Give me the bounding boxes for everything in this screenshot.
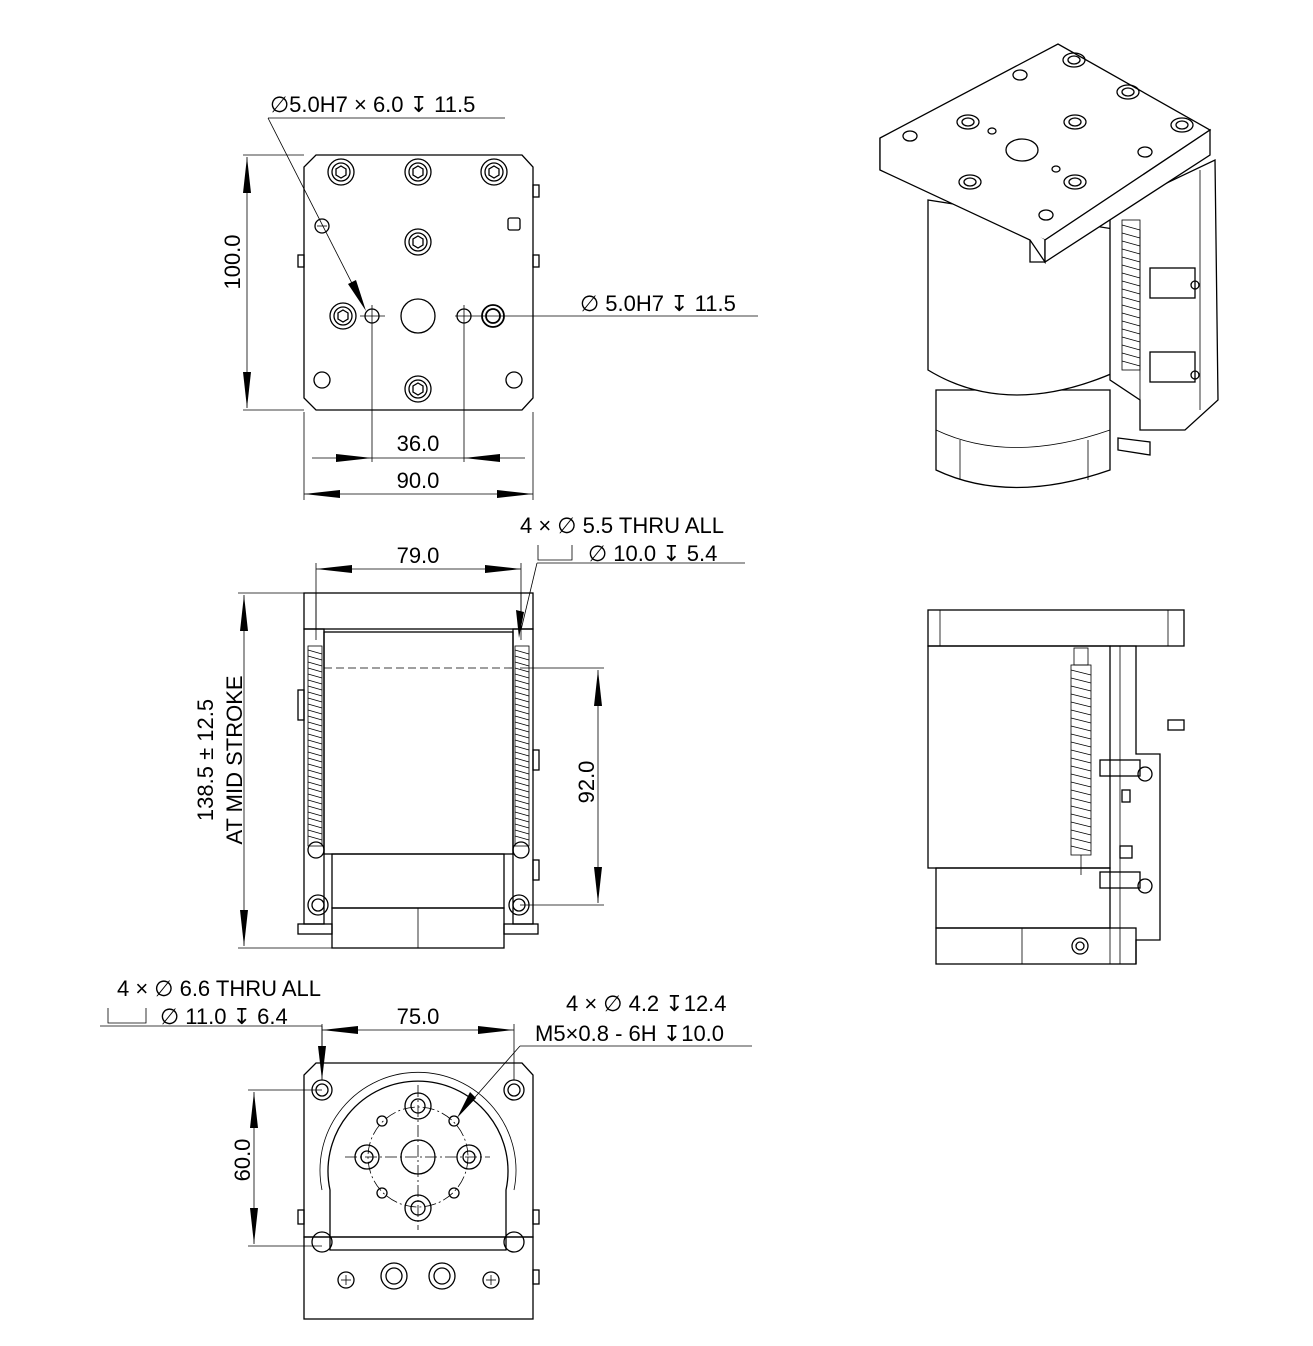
iso-spring xyxy=(1121,219,1141,371)
dim-body-width: 79.0 xyxy=(397,543,440,568)
dim-spring: 92.0 xyxy=(574,761,599,804)
front-right-spring xyxy=(514,645,530,847)
bottom-view: 75.0 4 × ∅ 6.6 THRU ALL ∅ 11.0 ↧ 6.4 4 ×… xyxy=(100,976,752,1320)
callout-tap-line1: 4 × ∅ 4.2 ↧12.4 xyxy=(566,991,727,1016)
top-small-block xyxy=(507,217,521,231)
side-top-plate xyxy=(927,609,1185,647)
front-top-plate xyxy=(303,592,534,630)
top-view: 100.0 36.0 90.0 ∅5.0H7 × 6.0 ↧ 11.5 ∅ 5.… xyxy=(220,92,758,500)
callout-thru-line2: ∅ 10.0 ↧ 5.4 xyxy=(588,541,717,566)
top-small-hole xyxy=(314,218,330,234)
front-left-frame xyxy=(303,628,325,925)
top-side-tab xyxy=(297,254,305,268)
bottom-plate-outline xyxy=(303,1062,534,1238)
top-side-tab xyxy=(532,254,540,268)
top-corner-hole xyxy=(505,371,523,389)
top-screw-row xyxy=(327,158,508,186)
dim-mount-height: 60.0 xyxy=(230,1139,255,1182)
side-base xyxy=(935,927,1137,965)
dim-length-line1: 138.5 ± 12.5 xyxy=(193,699,218,821)
front-foot xyxy=(297,923,333,935)
top-corner-hole xyxy=(313,371,331,389)
dim-length-line2: AT MID STROKE xyxy=(222,675,247,844)
front-foot xyxy=(503,923,539,935)
dim-pin-spacing: 36.0 xyxy=(397,431,440,456)
side-spring xyxy=(1070,647,1092,875)
callout-thru-line1: 4 × ∅ 5.5 THRU ALL xyxy=(520,513,724,538)
dim-mount-width: 75.0 xyxy=(397,1004,440,1029)
front-motor-body xyxy=(323,631,514,855)
callout-mount-line2: ∅ 11.0 ↧ 6.4 xyxy=(160,1004,288,1029)
top-plate-outline xyxy=(303,154,534,411)
callout-pin-hole-right: ∅ 5.0H7 ↧ 11.5 xyxy=(580,291,736,316)
bottom-motor-outline xyxy=(327,1080,509,1251)
isometric-view xyxy=(879,43,1219,489)
dim-width: 90.0 xyxy=(397,468,440,493)
callout-pin-holes: ∅5.0H7 × 6.0 ↧ 11.5 xyxy=(270,92,475,117)
front-left-spring xyxy=(307,645,323,847)
side-lower-body xyxy=(935,867,1111,929)
dim-height: 100.0 xyxy=(220,234,245,289)
callout-tap-line2: M5×0.8 - 6H ↧10.0 xyxy=(535,1021,724,1046)
top-bottom-screw xyxy=(404,375,432,403)
top-center-screw xyxy=(404,228,432,256)
front-lower-body xyxy=(331,853,505,909)
callout-mount-line1: 4 × ∅ 6.6 THRU ALL xyxy=(117,976,321,1001)
side-motor-body xyxy=(927,645,1111,869)
top-side-tab xyxy=(532,184,540,198)
side-view xyxy=(927,609,1185,965)
front-view: 79.0 4 × ∅ 5.5 THRU ALL ∅ 10.0 ↧ 5.4 138… xyxy=(193,513,745,949)
